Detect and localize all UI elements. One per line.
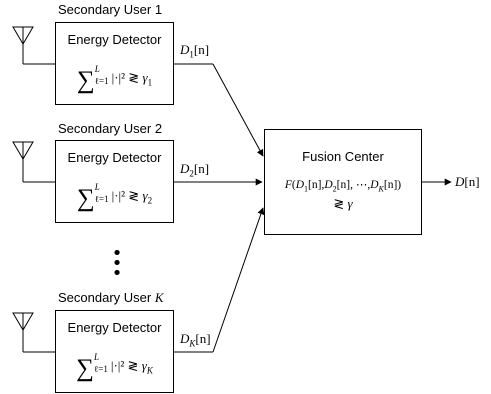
energy-detector-label: Energy Detector [67,150,162,165]
link-user1-to-fusion [174,63,264,157]
detector-output-label: DK[n] [180,331,211,349]
fusion-center-title: Fusion Center [302,149,384,164]
antenna-icon [12,312,55,353]
link-userk-to-fusion [174,207,265,353]
energy-detector-label: Energy Detector [67,320,162,335]
final-decision-label: D[n] [455,174,480,189]
energy-detector-label: Energy Detector [67,32,162,47]
secondary-user-title: Secondary User K [58,290,164,305]
fusion-center-box: Fusion Center F(D1[n],D2[n], ⋯,DK[n]) ≷ … [264,129,422,235]
secondary-user-title: Secondary User 1 [58,2,163,17]
fusion-threshold-test: ≷ γ [333,196,353,211]
secondary-user-title: Secondary User 2 [58,121,163,136]
detector-output-label: D2[n] [180,161,210,179]
antenna-icon [12,141,55,183]
more-users-ellipsis: ••• [111,243,123,284]
detector-output-label: D1[n] [180,42,210,60]
antenna-icon [12,26,55,65]
fusion-rule-expression: F(D1[n],D2[n], ⋯,DK[n]) [284,179,402,194]
